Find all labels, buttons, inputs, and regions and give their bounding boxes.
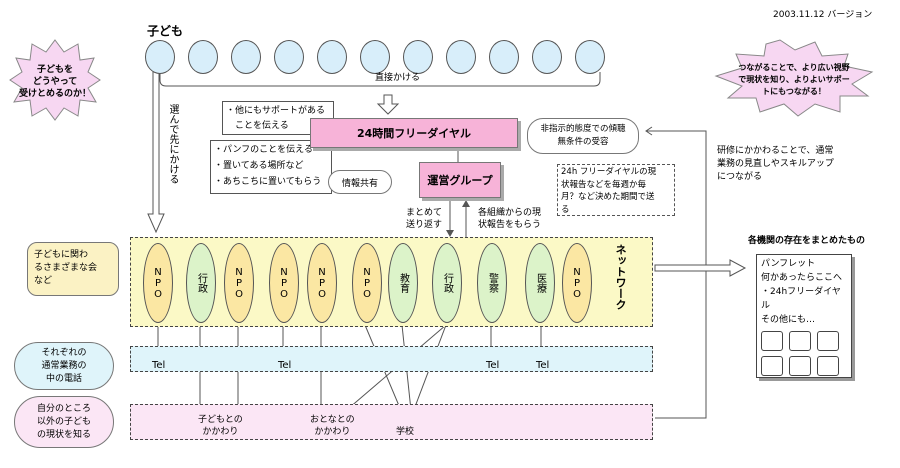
org-npo: NPO [562,243,592,323]
starburst-right-shape [714,39,874,117]
tel-label-3: Tel [486,360,500,371]
pamphlet-note-box: ・パンフのことを伝える・置いてある場所など・あちこちに置いてもらう [210,140,332,194]
adult-relation-label: おとなとの かかわり [310,414,355,438]
tel-label-2: Tel [278,360,292,371]
org-npo: NPO [269,243,299,323]
starburst-left-text: 子どもをどうやって受けとめるのか！ [18,65,91,99]
child-circle [317,40,347,74]
daily-desc-callout: それぞれの通常業務の中の電話 [14,342,114,390]
org-npo: NPO [143,243,173,323]
pamphlet-cards [761,331,847,376]
child-circle [145,40,175,74]
child-circle [188,40,218,74]
op-group-box: 運営グループ [419,162,501,198]
child-circle [532,40,562,74]
org-label: NPO [571,266,583,300]
org-agency: 教育 [388,243,418,323]
pamphlet-line2: ・24hフリーダイヤル [761,287,841,311]
tel-label-4: Tel [536,360,550,371]
org-label: 行政 [441,273,453,293]
org-label: NPO [233,266,245,300]
info-share-callout: 情報共有 [328,170,392,194]
child-circle [446,40,476,74]
pamphlet-box: パンフレット 何かあったらここへ ・24hフリーダイヤル その他にも… [756,254,852,378]
child-circle [575,40,605,74]
pamphlet-line3: その他にも… [761,315,816,325]
children-label: 子ども [147,24,184,38]
direct-label: 直接かける [375,73,421,83]
starburst-right-text: つながることで、より広い視野で現状を知り、よりよいサポートにもつながる！ [738,63,850,96]
org-agency: 警察 [477,243,507,323]
child-circle [274,40,304,74]
tel-label-1: Tel [152,360,166,371]
child-circle [403,40,433,74]
org-agency: 行政 [432,243,462,323]
org-agency: 行政 [186,243,216,323]
version-label: 2003.11.12 バージョン [773,10,873,20]
org-label: NPO [278,266,290,300]
choose-label: 選んで先にかける [167,104,178,184]
report-box: 24h フリーダイヤルの現状報告などを毎週か毎月？など決めた期間で送る [557,164,675,216]
listening-callout: 非指示的態度での傾聴無条件の受容 [527,118,639,154]
org-npo: NPO [224,243,254,323]
summary-label: まとめて送り返す [406,208,443,230]
child-circle [489,40,519,74]
summary-title: 各機関の存在をまとめたもの [748,236,866,246]
hotline-box: 24時間フリーダイヤル [310,118,518,148]
org-label: 行政 [195,273,207,293]
org-label: 教育 [397,273,409,293]
children-row [145,40,615,74]
child-circle [360,40,390,74]
tel-band [130,346,653,372]
pamphlet-title: パンフレット [761,259,816,269]
pamphlet-line1: 何かあったらここへ [761,273,843,283]
org-label: 警察 [486,273,498,293]
training-text: 研修にかかわることで、通常業務の見直しやスキルアップにつながる [717,146,834,182]
starburst-left-shape [9,39,101,121]
org-label: 医療 [534,273,546,293]
org-agency: 医療 [525,243,555,323]
org-npo: NPO [307,243,337,323]
org-label: NPO [361,266,373,300]
org-report-label: 各組織からの現状報告をもらう [478,208,542,230]
org-label: NPO [316,266,328,300]
other-desc-callout: 自分のところ以外の子どもの現状を知る [14,396,114,448]
school-label: 学校 [396,424,415,437]
child-relation-label: 子どもとの かかわり [198,414,243,438]
child-circle [231,40,261,74]
network-desc-callout: 子どもに関わるさまざまな会など [27,242,119,296]
network-label: ネットワーク [614,244,627,310]
org-label: NPO [152,266,164,300]
org-npo: NPO [352,243,382,323]
